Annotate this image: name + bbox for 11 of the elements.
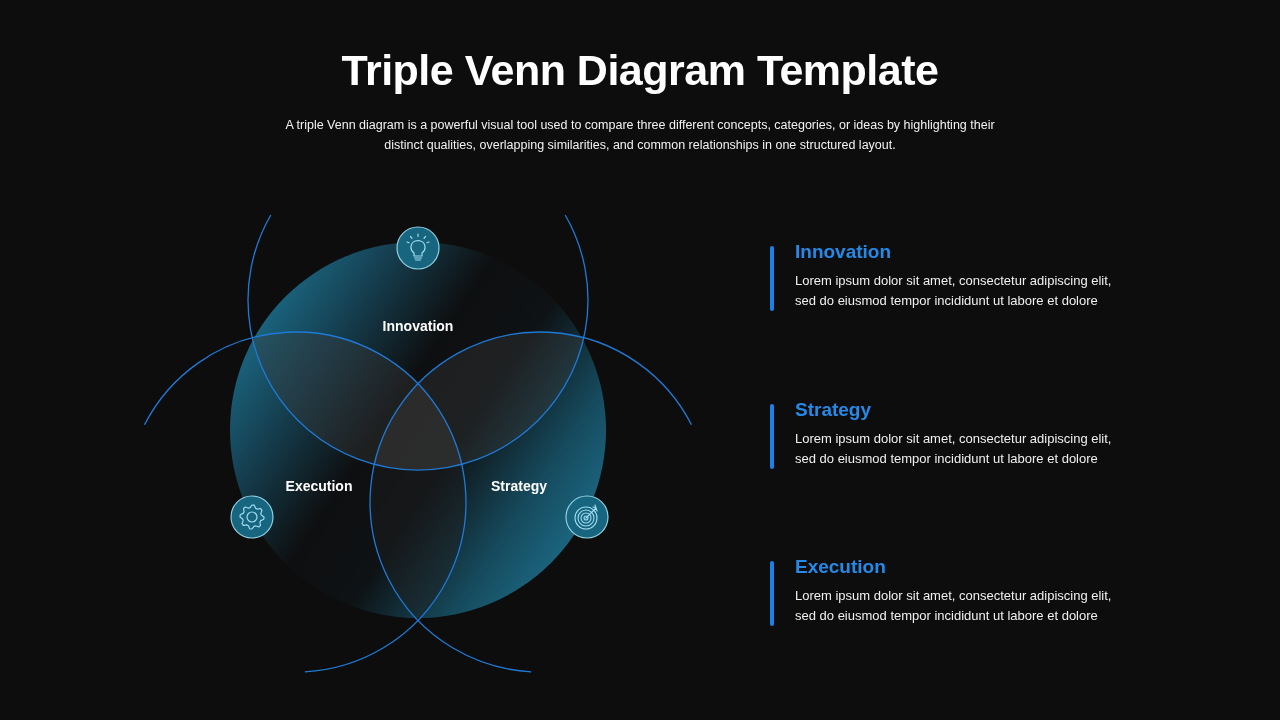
section-heading: Innovation: [795, 240, 892, 264]
section-heading: Execution: [795, 555, 886, 579]
circle-label: Innovation: [382, 318, 454, 334]
subtitle: A triple Venn diagram is a powerful visual tool used to compare three different concepts, categories, or ideas by highlighting their distinct qualities, overlapping similarities, and common relationships in one structured layout.: [284, 117, 996, 154]
circle-label: Strategy: [491, 478, 547, 494]
title: Triple Venn Diagram Template: [341, 45, 939, 96]
section-text: Lorem ipsum dolor sit amet, consectetur adipiscing elit, sed do eiusmod tempor incididunt ut labore et dolore: [795, 430, 1113, 468]
section-text: Lorem ipsum dolor sit amet, consectetur adipiscing elit, sed do eiusmod tempor incididunt ut labore et dolore: [795, 587, 1113, 625]
section-heading: Strategy: [795, 398, 872, 422]
circle-label: Execution: [285, 478, 353, 494]
section-text: Lorem ipsum dolor sit amet, consectetur adipiscing elit, sed do eiusmod tempor incididunt ut labore et dolore: [795, 272, 1113, 310]
